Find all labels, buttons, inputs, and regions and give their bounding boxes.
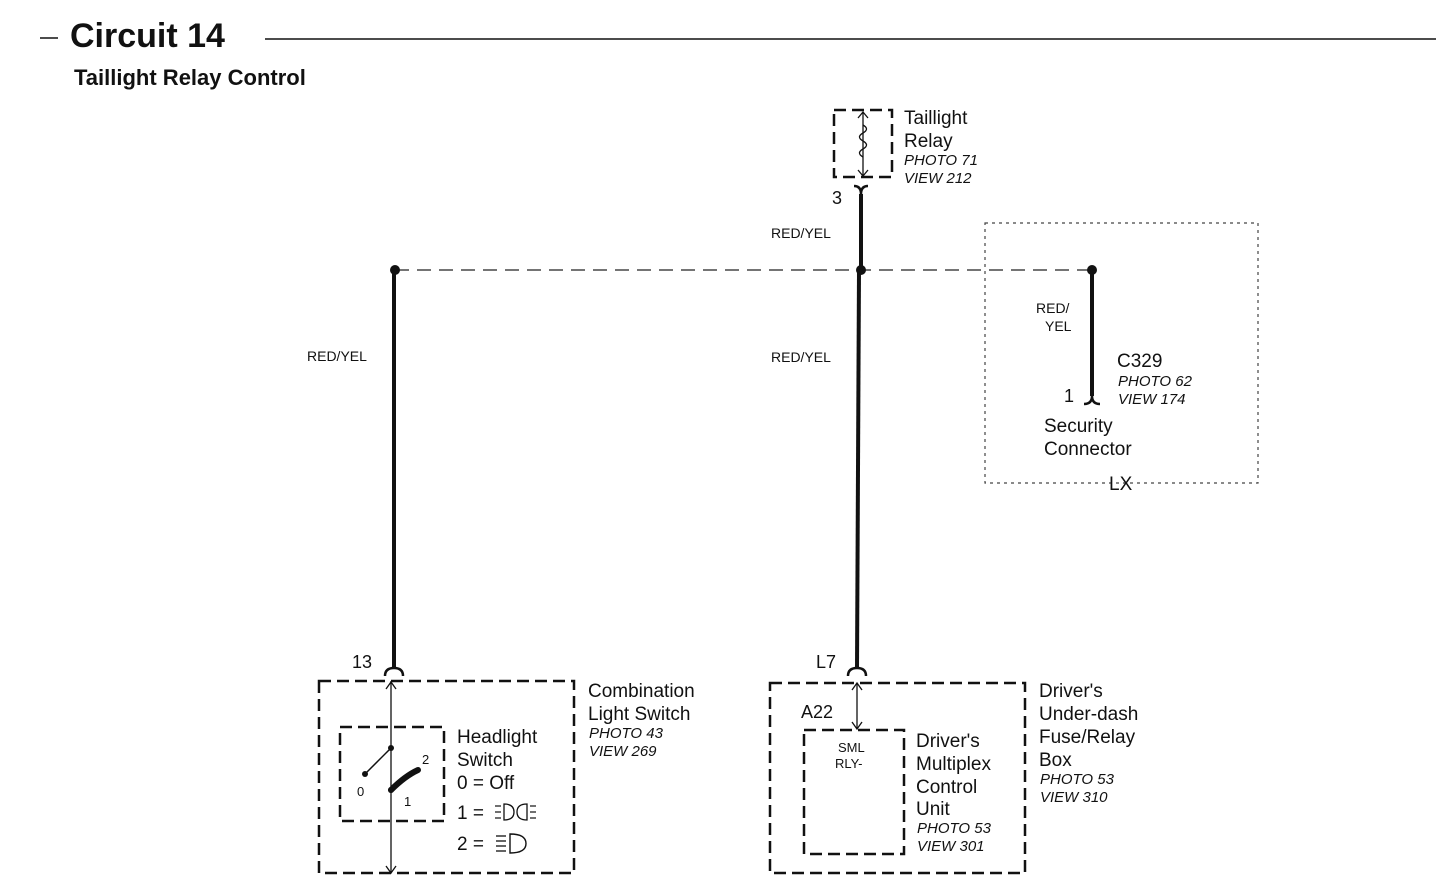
mpcu-terminal-line2: RLY- <box>835 756 862 771</box>
combination-view: VIEW 269 <box>589 743 657 760</box>
headlight-icon <box>496 833 527 854</box>
mpcu-name-line3: Control <box>916 777 977 798</box>
security-name-line1: Security <box>1044 416 1113 437</box>
contact-0: 0 <box>357 784 364 799</box>
headlight-pos0: 0 = Off <box>457 773 515 794</box>
fuse-box-view: VIEW 310 <box>1040 789 1108 806</box>
center-wire <box>855 269 861 669</box>
mpcu-name-line1: Driver's <box>916 731 980 752</box>
right-wire-color-line1: RED/ <box>1036 300 1070 316</box>
circuit-subtitle: Taillight Relay Control <box>74 65 306 90</box>
parking-light-icon <box>495 803 536 821</box>
relay-pin: 3 <box>832 188 842 208</box>
relay-photo: PHOTO 71 <box>904 152 978 169</box>
mpcu-terminal-line1: SML <box>838 740 865 755</box>
mpcu-box <box>802 728 906 856</box>
left-wire-color: RED/YEL <box>307 348 367 364</box>
mpcu-pin: A22 <box>801 702 833 722</box>
headlight-name-line1: Headlight <box>457 727 538 748</box>
relay-wire-color: RED/YEL <box>771 225 831 241</box>
combination-light-switch: 13 0 1 2 Headlight Switch 0 = Off 1 = 2 … <box>317 652 695 875</box>
combination-name-line2: Light Switch <box>588 704 690 725</box>
relay-view: VIEW 212 <box>904 170 972 187</box>
connector-view: VIEW 174 <box>1118 391 1186 408</box>
mpcu-name-line4: Unit <box>916 799 951 820</box>
fuse-relay-box: L7 A22 Driver's Under-dash Fuse/Relay Bo… <box>768 652 1138 875</box>
right-wire-color-line2: YEL <box>1045 318 1072 334</box>
headlight-name-line2: Switch <box>457 750 513 771</box>
security-connector-group: RED/ YEL C329 PHOTO 62 VIEW 174 1 Securi… <box>984 222 1259 495</box>
headlight-pos1: 1 = <box>457 803 484 824</box>
circuit-title: Circuit 14 <box>70 17 225 55</box>
relay-pin-terminal <box>853 184 869 195</box>
relay-name-line2: Relay <box>904 131 953 152</box>
center-wire-color: RED/YEL <box>771 349 831 365</box>
mpcu-photo: PHOTO 53 <box>917 820 992 837</box>
security-pin: 1 <box>1064 386 1074 406</box>
variant-label: LX <box>1109 474 1133 495</box>
fuse-box-name-line3: Fuse/Relay <box>1039 727 1136 748</box>
mpcu-view: VIEW 301 <box>917 838 985 855</box>
headlight-pos2: 2 = <box>457 834 484 855</box>
fuse-box-name-line4: Box <box>1039 750 1072 771</box>
combination-photo: PHOTO 43 <box>589 725 664 742</box>
combination-name-line1: Combination <box>588 681 695 702</box>
relay-coil-icon <box>858 124 868 158</box>
taillight-relay: Taillight Relay PHOTO 71 VIEW 212 3 <box>832 108 978 208</box>
security-name-line2: Connector <box>1044 439 1132 460</box>
combination-switch-pin: 13 <box>352 652 372 672</box>
connector-id: C329 <box>1117 351 1162 372</box>
relay-name-line1: Taillight <box>904 108 968 129</box>
contact-2: 2 <box>422 752 429 767</box>
security-pin-terminal <box>1083 395 1101 406</box>
contact-1: 1 <box>404 794 411 809</box>
headlight-switch-box <box>338 725 446 823</box>
fuse-box-name-line1: Driver's <box>1039 681 1103 702</box>
fuse-box-name-line2: Under-dash <box>1039 704 1138 725</box>
mpcu-name-line2: Multiplex <box>916 754 991 775</box>
fuse-box-photo: PHOTO 53 <box>1040 771 1115 788</box>
fuse-box-pin-terminal <box>846 666 868 677</box>
connector-photo: PHOTO 62 <box>1118 373 1193 390</box>
headlight-switch-wiper <box>388 767 421 793</box>
fuse-box-pin: L7 <box>816 652 836 672</box>
combination-pin-terminal <box>383 666 405 677</box>
